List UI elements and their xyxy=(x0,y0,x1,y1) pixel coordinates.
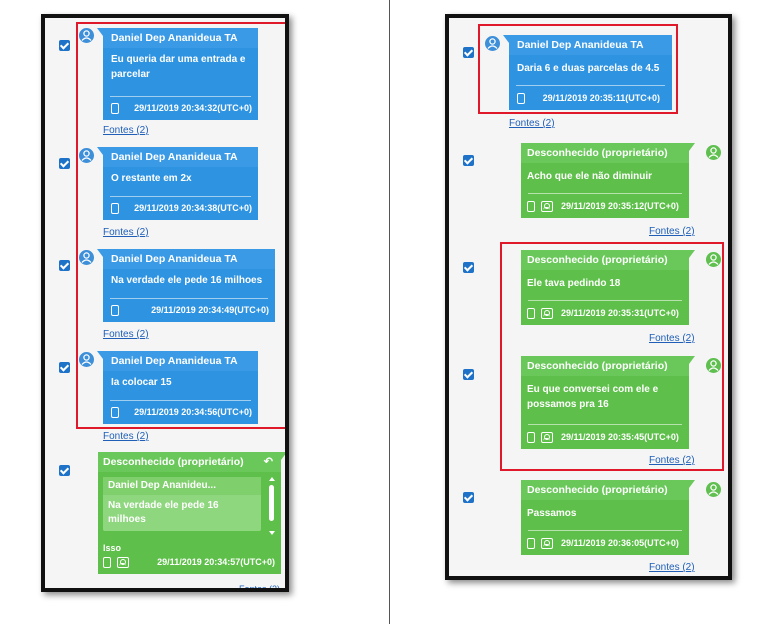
message-checkbox[interactable] xyxy=(59,158,70,169)
sources-link[interactable]: Fontes (2) xyxy=(103,125,149,136)
message-text: Eu queria dar uma entrada e xyxy=(111,54,246,65)
message-checkbox[interactable] xyxy=(59,260,70,271)
owner-avatar-icon xyxy=(706,145,721,160)
message-text: Passamos xyxy=(527,508,577,519)
message-timestamp: 29/11/2019 20:34:57(UTC+0) xyxy=(157,557,275,567)
sources-link[interactable]: Fontes (2) xyxy=(649,455,695,466)
message-timestamp: 29/11/2019 20:35:11(UTC+0) xyxy=(542,93,660,103)
chat-panel-left: Daniel Dep Ananideua TA Eu queria dar um… xyxy=(41,14,289,592)
message-text: Daria 6 e duas parcelas de 4.5 xyxy=(517,63,660,74)
sources-link[interactable]: Fontes (2) xyxy=(239,584,281,592)
message-checkbox[interactable] xyxy=(463,47,474,58)
quoted-text: milhoes xyxy=(108,514,146,525)
sources-link[interactable]: Fontes (2) xyxy=(103,431,149,442)
message-checkbox[interactable] xyxy=(463,492,474,503)
phone-icon xyxy=(111,102,119,114)
message-checkbox[interactable] xyxy=(59,465,70,476)
message-sender: Desconhecido (proprietário) xyxy=(103,456,244,468)
message-bubble-outgoing[interactable]: Desconhecido (proprietário) Passamos 29/… xyxy=(521,480,695,555)
phone-icon xyxy=(111,406,119,418)
message-sender: Daniel Dep Ananideua TA xyxy=(509,35,672,55)
message-bubble-outgoing[interactable]: Desconhecido (proprietário) Eu que conve… xyxy=(521,356,695,449)
contact-avatar-icon xyxy=(79,352,94,367)
phone-icon xyxy=(527,200,535,212)
sources-link[interactable]: Fontes (2) xyxy=(103,329,149,340)
phone-icon xyxy=(517,92,525,104)
message-bubble-outgoing[interactable]: Desconhecido (proprietário) Ele tava ped… xyxy=(521,250,695,325)
contacts-icon xyxy=(541,431,553,443)
phone-icon xyxy=(103,556,111,568)
phone-icon xyxy=(527,431,535,443)
sources-link[interactable]: Fontes (2) xyxy=(649,226,695,237)
message-sender: Daniel Dep Ananideua TA xyxy=(103,28,258,48)
phone-icon xyxy=(111,202,119,214)
quoted-text: Na verdade ele pede 16 xyxy=(108,500,219,511)
message-timestamp: 29/11/2019 20:34:56(UTC+0) xyxy=(134,407,252,417)
message-sender: Desconhecido (proprietário) xyxy=(521,250,689,270)
message-text: O restante em 2x xyxy=(111,173,192,184)
message-timestamp: 29/11/2019 20:35:31(UTC+0) xyxy=(561,308,679,318)
owner-avatar-icon xyxy=(706,482,721,497)
message-bubble-incoming[interactable]: Daniel Dep Ananideua TA Eu queria dar um… xyxy=(97,28,258,120)
message-sender: Daniel Dep Ananideua TA xyxy=(103,351,258,371)
message-text: Eu que conversei com ele e xyxy=(527,384,659,395)
message-text: Acho que ele não diminuir xyxy=(527,171,653,182)
message-timestamp: 29/11/2019 20:34:32(UTC+0) xyxy=(134,103,252,113)
message-checkbox[interactable] xyxy=(59,362,70,373)
quoted-message[interactable]: Daniel Dep Ananideu... Na verdade ele pe… xyxy=(103,477,261,531)
panel-divider xyxy=(389,0,390,624)
message-sender: Daniel Dep Ananideua TA xyxy=(103,249,275,269)
chat-panel-right: Daniel Dep Ananideua TA Daria 6 e duas p… xyxy=(445,14,732,580)
message-sender: Desconhecido (proprietário) xyxy=(521,480,689,500)
message-text: Ele tava pedindo 18 xyxy=(527,278,621,289)
message-timestamp: 29/11/2019 20:34:49(UTC+0) xyxy=(151,305,269,315)
message-timestamp: 29/11/2019 20:36:05(UTC+0) xyxy=(561,538,679,548)
message-sender: Daniel Dep Ananideua TA xyxy=(103,147,258,167)
phone-icon xyxy=(527,537,535,549)
message-text: Na verdade ele pede 16 milhoes xyxy=(111,275,263,286)
scroll-down-icon[interactable] xyxy=(269,531,275,535)
owner-avatar-icon xyxy=(706,252,721,267)
message-bubble-incoming[interactable]: Daniel Dep Ananideua TA Daria 6 e duas p… xyxy=(503,35,672,110)
scroll-up-icon[interactable] xyxy=(269,477,275,481)
sources-link[interactable]: Fontes (2) xyxy=(509,118,555,129)
message-checkbox[interactable] xyxy=(463,155,474,166)
quote-scrollbar[interactable] xyxy=(269,477,275,535)
owner-avatar-icon xyxy=(706,358,721,373)
message-text: possamos pra 16 xyxy=(527,399,609,410)
quoted-sender: Daniel Dep Ananideu... xyxy=(103,477,261,495)
phone-icon xyxy=(527,307,535,319)
message-checkbox[interactable] xyxy=(463,262,474,273)
message-sender: Desconhecido (proprietário) xyxy=(521,356,689,376)
contact-avatar-icon xyxy=(79,250,94,265)
phone-icon xyxy=(111,304,119,316)
message-bubble-incoming[interactable]: Daniel Dep Ananideua TA Na verdade ele p… xyxy=(97,249,275,322)
message-bubble-incoming[interactable]: Daniel Dep Ananideua TA Ia colocar 15 29… xyxy=(97,351,258,424)
message-timestamp: 29/11/2019 20:35:12(UTC+0) xyxy=(561,201,679,211)
message-bubble-incoming[interactable]: Daniel Dep Ananideua TA O restante em 2x… xyxy=(97,147,258,220)
message-bubble-outgoing[interactable]: Desconhecido (proprietário) ↶ Daniel Dep… xyxy=(98,452,285,574)
reply-icon: ↶ xyxy=(263,456,273,468)
contact-avatar-icon xyxy=(79,28,94,43)
message-timestamp: 29/11/2019 20:35:45(UTC+0) xyxy=(561,432,679,442)
contacts-icon xyxy=(541,537,553,549)
sources-link[interactable]: Fontes (2) xyxy=(103,227,149,238)
contacts-icon xyxy=(541,200,553,212)
message-checkbox[interactable] xyxy=(463,369,474,380)
contacts-icon xyxy=(117,556,129,568)
contact-avatar-icon xyxy=(485,36,500,51)
contact-avatar-icon xyxy=(79,148,94,163)
sources-link[interactable]: Fontes (2) xyxy=(649,562,695,573)
sources-link[interactable]: Fontes (2) xyxy=(649,333,695,344)
scroll-thumb[interactable] xyxy=(269,485,274,521)
message-text: parcelar xyxy=(111,69,150,80)
message-checkbox[interactable] xyxy=(59,40,70,51)
message-text: Isso xyxy=(103,544,122,551)
message-bubble-outgoing[interactable]: Desconhecido (proprietário) Acho que ele… xyxy=(521,143,695,218)
message-sender: Desconhecido (proprietário) xyxy=(521,143,689,163)
contacts-icon xyxy=(541,307,553,319)
message-timestamp: 29/11/2019 20:34:38(UTC+0) xyxy=(134,203,252,213)
message-text: Ia colocar 15 xyxy=(111,377,172,388)
